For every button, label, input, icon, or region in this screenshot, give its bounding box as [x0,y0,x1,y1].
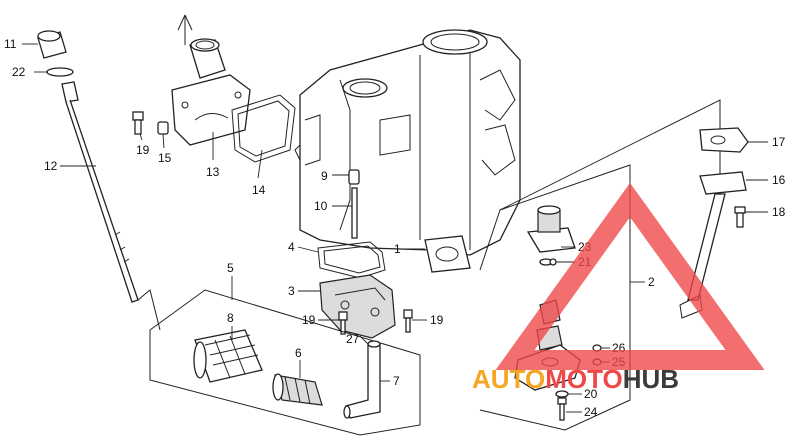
callout-19-left: 19 [302,313,316,327]
engine-block [294,29,521,256]
flange-gasket-1 [424,235,471,273]
callout-18: 18 [772,205,786,219]
oil-filler-cap [37,30,67,59]
callout-3: 3 [288,284,295,298]
strainer-screen-8 [193,329,263,383]
callout-1: 1 [394,242,401,256]
filter-element-6 [272,373,323,406]
callout-8: 8 [227,311,234,325]
gasket-17 [699,127,749,153]
bolt-24 [557,397,567,421]
callout-10: 10 [314,199,328,213]
callout-numbers: 11 22 12 19 15 13 14 9 10 4 1 3 19 19 27… [4,37,786,419]
callout-16: 16 [772,173,786,187]
strainer-assembly-box [149,289,421,436]
o-ring-21 [549,258,557,266]
oil-pipe-16 [679,171,747,319]
breather-gasket [231,94,296,163]
callout-17: 17 [772,135,786,149]
watermark-triangle-icon [495,182,765,370]
collar-15 [157,121,169,135]
callout-4: 4 [288,240,295,254]
dipstick [61,81,139,303]
callout-2: 2 [648,275,655,289]
callout-14: 14 [252,183,266,197]
callout-19-right: 19 [430,313,444,327]
watermark-text-auto: AUTO [472,364,545,394]
callout-12: 12 [44,159,58,173]
callout-13: 13 [206,165,220,179]
callout-6: 6 [295,346,302,360]
dowel-9 [348,169,360,185]
bolt-18 [734,206,746,228]
callout-15: 15 [158,151,172,165]
pump-assembly-box [479,99,721,431]
watermark-logo: AUTOMOTOHUB [472,182,765,394]
watermark-text-hub: HUB [623,364,679,394]
bolt-19-right [403,309,413,333]
callout-24: 24 [584,405,598,419]
callout-19-upper: 19 [136,143,150,157]
callout-27: 27 [346,332,360,346]
pump-body-upper [526,205,576,266]
gasket-4 [317,241,386,279]
breather-cover [171,14,251,146]
bolt-19-left [338,311,348,335]
leader-lines [22,43,768,413]
strainer-housing-3 [319,274,396,339]
callout-5: 5 [227,261,234,275]
callout-20: 20 [584,387,598,401]
svg-text:AUTOMOTOHUB: AUTOMOTOHUB [472,364,679,394]
callout-7: 7 [393,374,400,388]
watermark-text-moto: MOTO [545,364,623,394]
callout-22: 22 [12,65,26,79]
bolt-19-upper [132,111,144,135]
callout-9: 9 [321,169,328,183]
callout-11: 11 [4,37,17,51]
o-ring-22 [46,67,74,77]
stud-10 [351,187,358,239]
oil-pipe-7 [343,340,381,419]
